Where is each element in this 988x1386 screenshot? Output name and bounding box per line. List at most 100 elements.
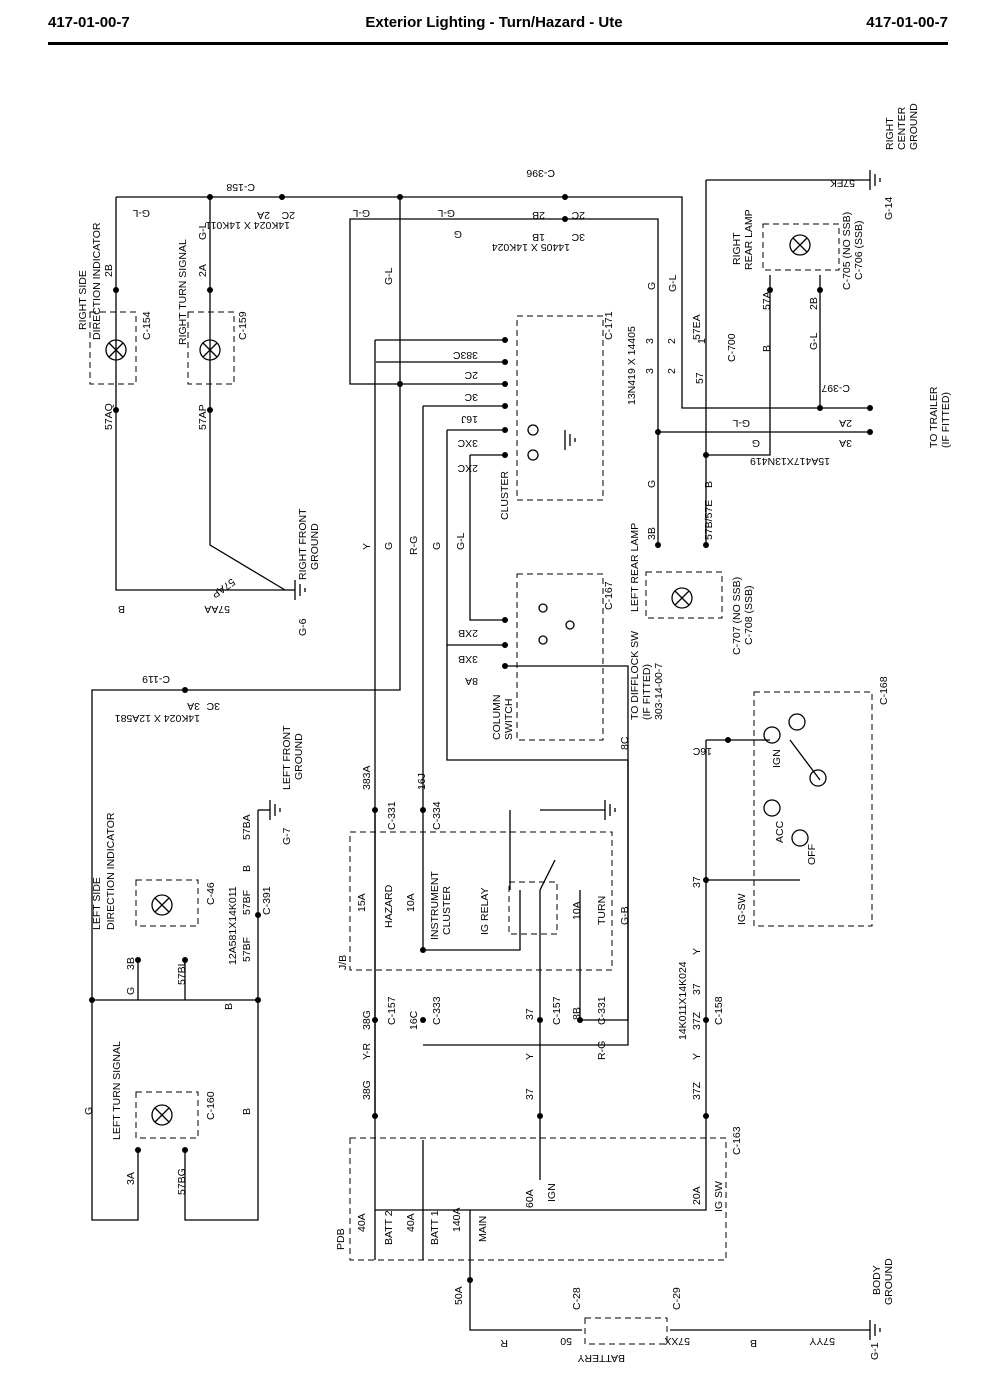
diagram-label: Y xyxy=(361,543,373,550)
diagram-label: 2C xyxy=(571,209,585,221)
diagram-label: G-L xyxy=(383,267,395,285)
diagram-label: J/B xyxy=(337,955,349,970)
diagram-label: 2B xyxy=(103,264,115,277)
diagram-label: 8C xyxy=(619,736,631,750)
diagram-label: R xyxy=(500,1337,508,1349)
diagram-label: 10A xyxy=(571,901,583,920)
diagram-label: G-6 xyxy=(297,618,309,636)
header-section-code-left: 417-01-00-7 xyxy=(48,14,130,31)
diagram-label: G xyxy=(83,1107,95,1115)
diagram-label: 37 xyxy=(691,983,703,995)
diagram-label: C-334 xyxy=(431,801,443,830)
diagram-label: CLUSTER xyxy=(499,471,511,520)
junction-dots xyxy=(89,194,873,1283)
diagram-label: 3C xyxy=(571,231,585,243)
diagram-label: 1B xyxy=(532,231,545,243)
diagram-label: LEFT TURN SIGNAL xyxy=(111,1041,123,1140)
diagram-label: REAR LAMP xyxy=(743,209,755,270)
diagram-label: G xyxy=(431,542,443,550)
diagram-label: C-28 xyxy=(571,1287,583,1310)
diagram-label: C-163 xyxy=(731,1126,743,1155)
diagram-label: TO DIFFLOCK SW xyxy=(629,631,641,720)
diagram-label: R-G xyxy=(596,1041,608,1060)
diagram-label: 3C xyxy=(464,391,478,403)
diagram-label: 57EA xyxy=(691,314,703,340)
diagram-label: 57FK xyxy=(830,177,855,189)
diagram-label: C-331 xyxy=(386,801,398,830)
diagram-label: 57AP xyxy=(197,404,209,430)
diagram-label: G-L xyxy=(455,532,467,550)
diagram-label: DIRECTION INDICATOR xyxy=(105,812,117,930)
diagram-label: 2A xyxy=(839,417,852,429)
diagram-label: 37 xyxy=(691,876,703,888)
diagram-label: RIGHT TURN SIGNAL xyxy=(177,239,189,345)
diagram-label: 57XX xyxy=(664,1335,690,1347)
diagram-label: C-391 xyxy=(261,886,273,915)
diagram-label: 15A xyxy=(356,893,368,912)
diagram-label: 2A xyxy=(197,264,209,277)
diagram-label: ACC xyxy=(774,820,786,843)
diagram-label: 3A xyxy=(839,437,852,449)
diagram-label: G xyxy=(646,282,658,290)
diagram-label: C-397 xyxy=(821,382,850,394)
diagram-label: G-L xyxy=(352,207,370,219)
diagram-label: 37Z xyxy=(691,1011,703,1030)
diagram-label: 15A417X13N419 xyxy=(750,455,830,467)
diagram-label: 57BF xyxy=(241,937,253,962)
diagram-label: 16C xyxy=(408,1010,420,1030)
diagram-label: G-L xyxy=(197,222,209,240)
diagram-label: B xyxy=(241,865,253,872)
diagram-label: (IF FITTED) xyxy=(940,392,952,448)
diagram-label: C-700 xyxy=(726,333,738,362)
diagram-label: 140A xyxy=(451,1207,463,1232)
diagram-label: 2B xyxy=(808,297,820,310)
diagram-label: 3XC xyxy=(457,437,478,449)
diagram-label: G xyxy=(383,542,395,550)
diagram-label: 37Z xyxy=(691,1081,703,1100)
diagram-label: 57BF xyxy=(241,890,253,915)
diagram-label: 16J xyxy=(416,773,428,790)
diagram-labels: RIGHT SIDE DIRECTION INDICATOR RIGHT TURN … xyxy=(77,103,952,1364)
diagram-label: BATT 2 xyxy=(383,1210,395,1245)
header-rule xyxy=(48,42,948,45)
diagram-label: LEFT REAR LAMP xyxy=(629,523,641,612)
diagram-label: 60A xyxy=(524,1189,536,1208)
diagram-label: G xyxy=(752,437,760,449)
diagram-label: C-333 xyxy=(431,996,443,1025)
diagram-label: Y-R xyxy=(361,1042,373,1060)
diagram-label: B xyxy=(703,481,715,488)
diagram-label: 3B xyxy=(646,527,658,540)
diagram-label: 8A xyxy=(465,675,478,687)
diagram-label: GROUND xyxy=(908,103,920,150)
diagram-label: B xyxy=(750,1337,757,1349)
diagram-label: 20A xyxy=(691,1186,703,1205)
diagram-label: COLUMN xyxy=(491,694,503,740)
diagram-label: C-707 (NO SSB) xyxy=(731,577,743,655)
diagram-label: 3C xyxy=(206,700,220,712)
diagram-label: C-158 xyxy=(226,181,255,193)
diagram-label: MAIN xyxy=(477,1216,489,1242)
diagram-label: HAZARD xyxy=(383,884,395,928)
diagram-label: C-157 xyxy=(386,996,398,1025)
diagram-label: 3A xyxy=(125,1172,137,1185)
diagram-label: G-7 xyxy=(281,827,293,845)
diagram-label: 50 xyxy=(560,1335,572,1347)
diagram-label: BODY xyxy=(871,1265,883,1295)
diagram-label: 2C xyxy=(464,369,478,381)
diagram-label: C-160 xyxy=(205,1091,217,1120)
diagram-label: OFF xyxy=(806,844,818,865)
diagram-label: G-L xyxy=(732,417,750,429)
diagram-label: IG RELAY xyxy=(479,887,491,935)
diagram-label: 2XC xyxy=(457,462,478,474)
diagram-label: 12A581X14K011 xyxy=(227,886,239,965)
diagram-label: TURN xyxy=(596,896,608,925)
component-outlines xyxy=(89,223,873,1345)
diagram-label: B xyxy=(223,1003,235,1010)
diagram-label: G-B xyxy=(619,906,631,925)
diagram-label: 16J xyxy=(461,413,478,425)
diagram-label: G-14 xyxy=(883,196,895,220)
diagram-label: IGN xyxy=(771,749,783,768)
diagram-label: G-L xyxy=(437,207,455,219)
diagram-label: TO TRAILER xyxy=(928,386,940,448)
diagram-label: RIGHT SIDE xyxy=(77,270,89,330)
